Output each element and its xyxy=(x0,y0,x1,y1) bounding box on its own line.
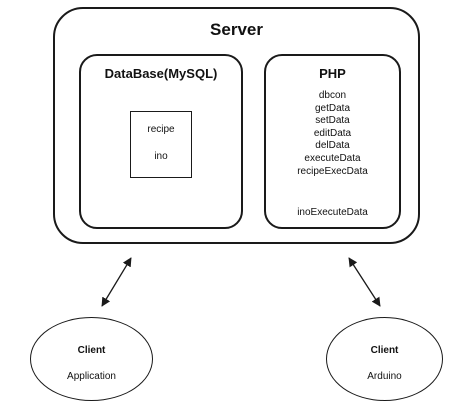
arrow-application-server xyxy=(101,257,132,307)
php-function-setdata: setData xyxy=(315,115,350,127)
client-arduino-type: Arduino xyxy=(367,371,402,382)
database-box: DataBase(MySQL) xyxy=(79,54,243,229)
database-title: DataBase(MySQL) xyxy=(104,66,218,81)
client-arduino-title: Client xyxy=(370,345,399,356)
server-title: Server xyxy=(210,20,263,39)
client-application-node: Client Application xyxy=(30,317,153,401)
php-function-inoexecutedata: inoExecuteData xyxy=(297,207,368,218)
table-recipe: recipe xyxy=(147,124,175,135)
client-application-title: Client xyxy=(77,345,106,356)
php-title: PHP xyxy=(319,66,346,81)
table-ino: ino xyxy=(154,151,168,162)
php-function-editdata: editData xyxy=(313,127,352,139)
php-function-dbcon: dbcon xyxy=(318,90,347,101)
arrow-arduino-server xyxy=(348,257,381,307)
client-application-type: Application xyxy=(67,371,116,382)
php-function-recipeexecdata: recipeExecData xyxy=(297,165,368,177)
php-box: PHP dbcon getData setData editData delDa… xyxy=(264,54,401,229)
client-arduino-node: Client Arduino xyxy=(326,317,443,401)
database-tables-box: recipe ino xyxy=(130,111,192,178)
php-function-getdata: getData xyxy=(314,102,351,114)
php-function-deldata: delData xyxy=(315,140,350,152)
php-function-list: dbcon getData setData editData delData e… xyxy=(266,90,399,178)
php-function-executedata: executeData xyxy=(304,152,361,164)
